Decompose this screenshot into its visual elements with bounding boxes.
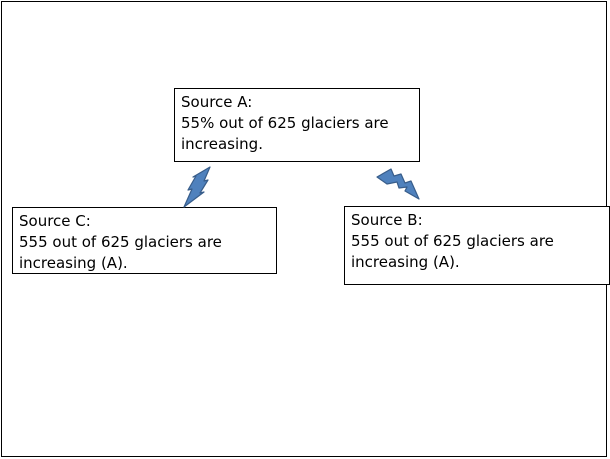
source-a-title: Source A:: [181, 93, 253, 111]
source-b-title: Source B:: [351, 211, 423, 229]
source-c-box: Source C: 555 out of 625 glaciers are in…: [12, 207, 277, 274]
source-a-text-line-1: 55% out of 625 glaciers are: [181, 114, 389, 132]
source-b-text-line-1: 555 out of 625 glaciers are: [351, 232, 554, 250]
source-b-box: Source B: 555 out of 625 glaciers are in…: [344, 206, 610, 285]
lightning-bolt-icon-right: [376, 168, 420, 200]
lightning-bolt-icon-left: [183, 166, 211, 208]
source-a-box: Source A: 55% out of 625 glaciers are in…: [174, 88, 420, 162]
source-c-text-line-2: increasing (A).: [19, 254, 128, 272]
source-a-text-line-2: increasing.: [181, 135, 263, 153]
lightning-bolt-shape-right: [376, 168, 420, 200]
source-c-title: Source C:: [19, 212, 91, 230]
source-b-text-line-2: increasing (A).: [351, 253, 460, 271]
lightning-bolt-shape-left: [183, 166, 211, 208]
source-c-text-line-1: 555 out of 625 glaciers are: [19, 233, 222, 251]
